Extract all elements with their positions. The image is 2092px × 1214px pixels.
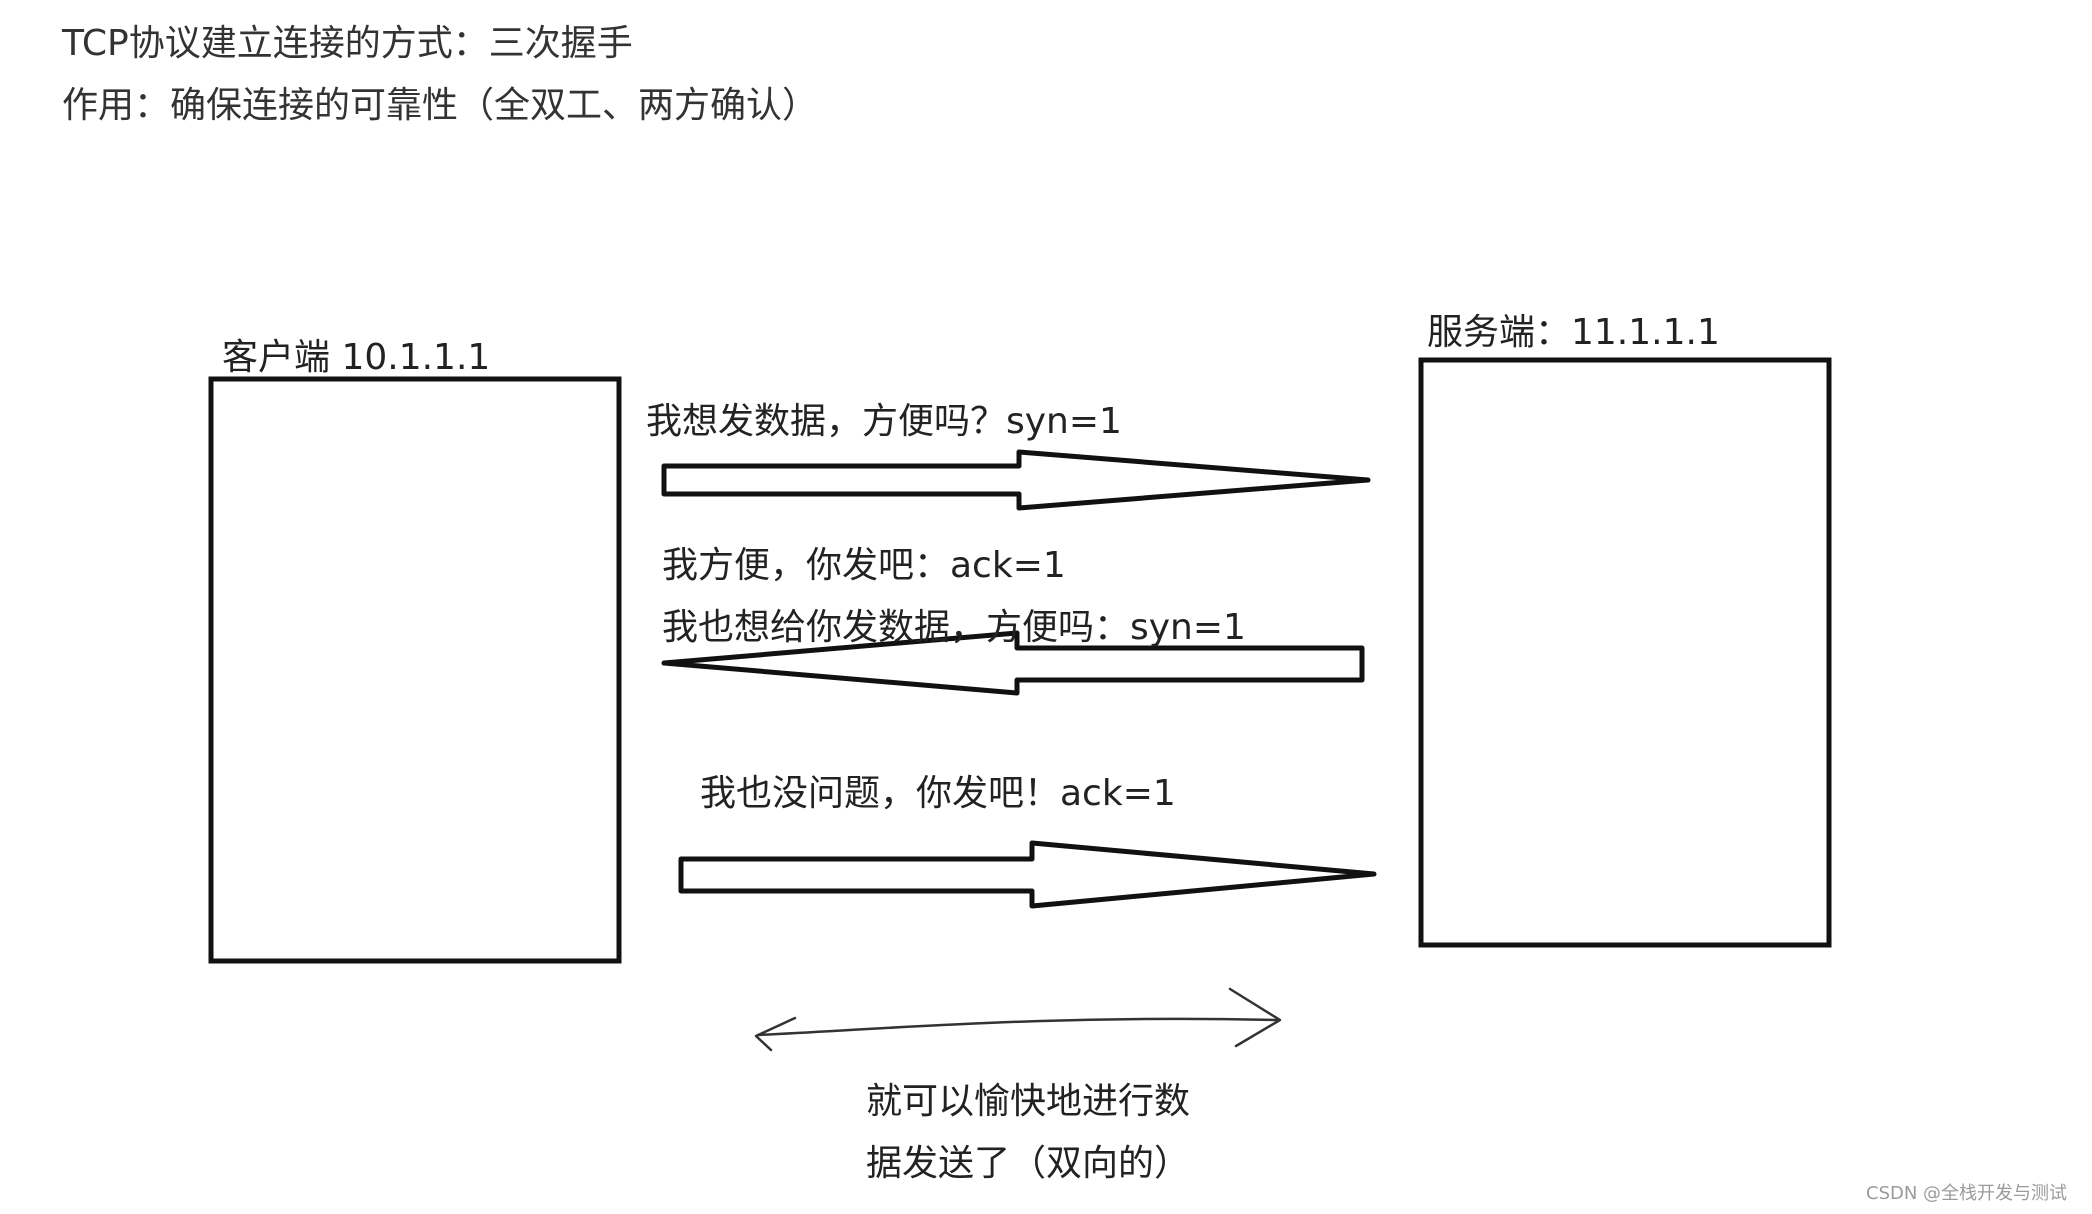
conclusion-line-1: 就可以愉快地进行数	[866, 1081, 1191, 1122]
watermark: CSDN @全栈开发与测试	[1866, 1183, 2068, 1204]
message-syn-client: 我想发数据，方便吗？syn=1	[646, 401, 1122, 442]
ack-syn-arrow-left	[661, 630, 1365, 696]
ack-arrow-right	[678, 840, 1377, 909]
conclusion-line-2: 据发送了（双向的）	[866, 1143, 1191, 1184]
syn-arrow-right	[661, 449, 1371, 511]
bidirectional-arrow	[754, 987, 1282, 1052]
server-label: 服务端：11.1.1.1	[1427, 312, 1720, 353]
server-box	[1418, 357, 1832, 948]
subtitle-purpose: 作用：确保连接的可靠性（全双工、两方确认）	[62, 85, 819, 126]
message-ack-server: 我方便，你发吧：ack=1	[662, 545, 1066, 586]
message-ack-client: 我也没问题，你发吧！ack=1	[700, 773, 1176, 814]
client-box	[208, 376, 622, 964]
title-three-way-handshake: TCP协议建立连接的方式：三次握手	[62, 23, 633, 64]
message-syn-server: 我也想给你发数据，方便吗：syn=1	[662, 607, 1246, 648]
client-label: 客户端 10.1.1.1	[222, 337, 491, 378]
